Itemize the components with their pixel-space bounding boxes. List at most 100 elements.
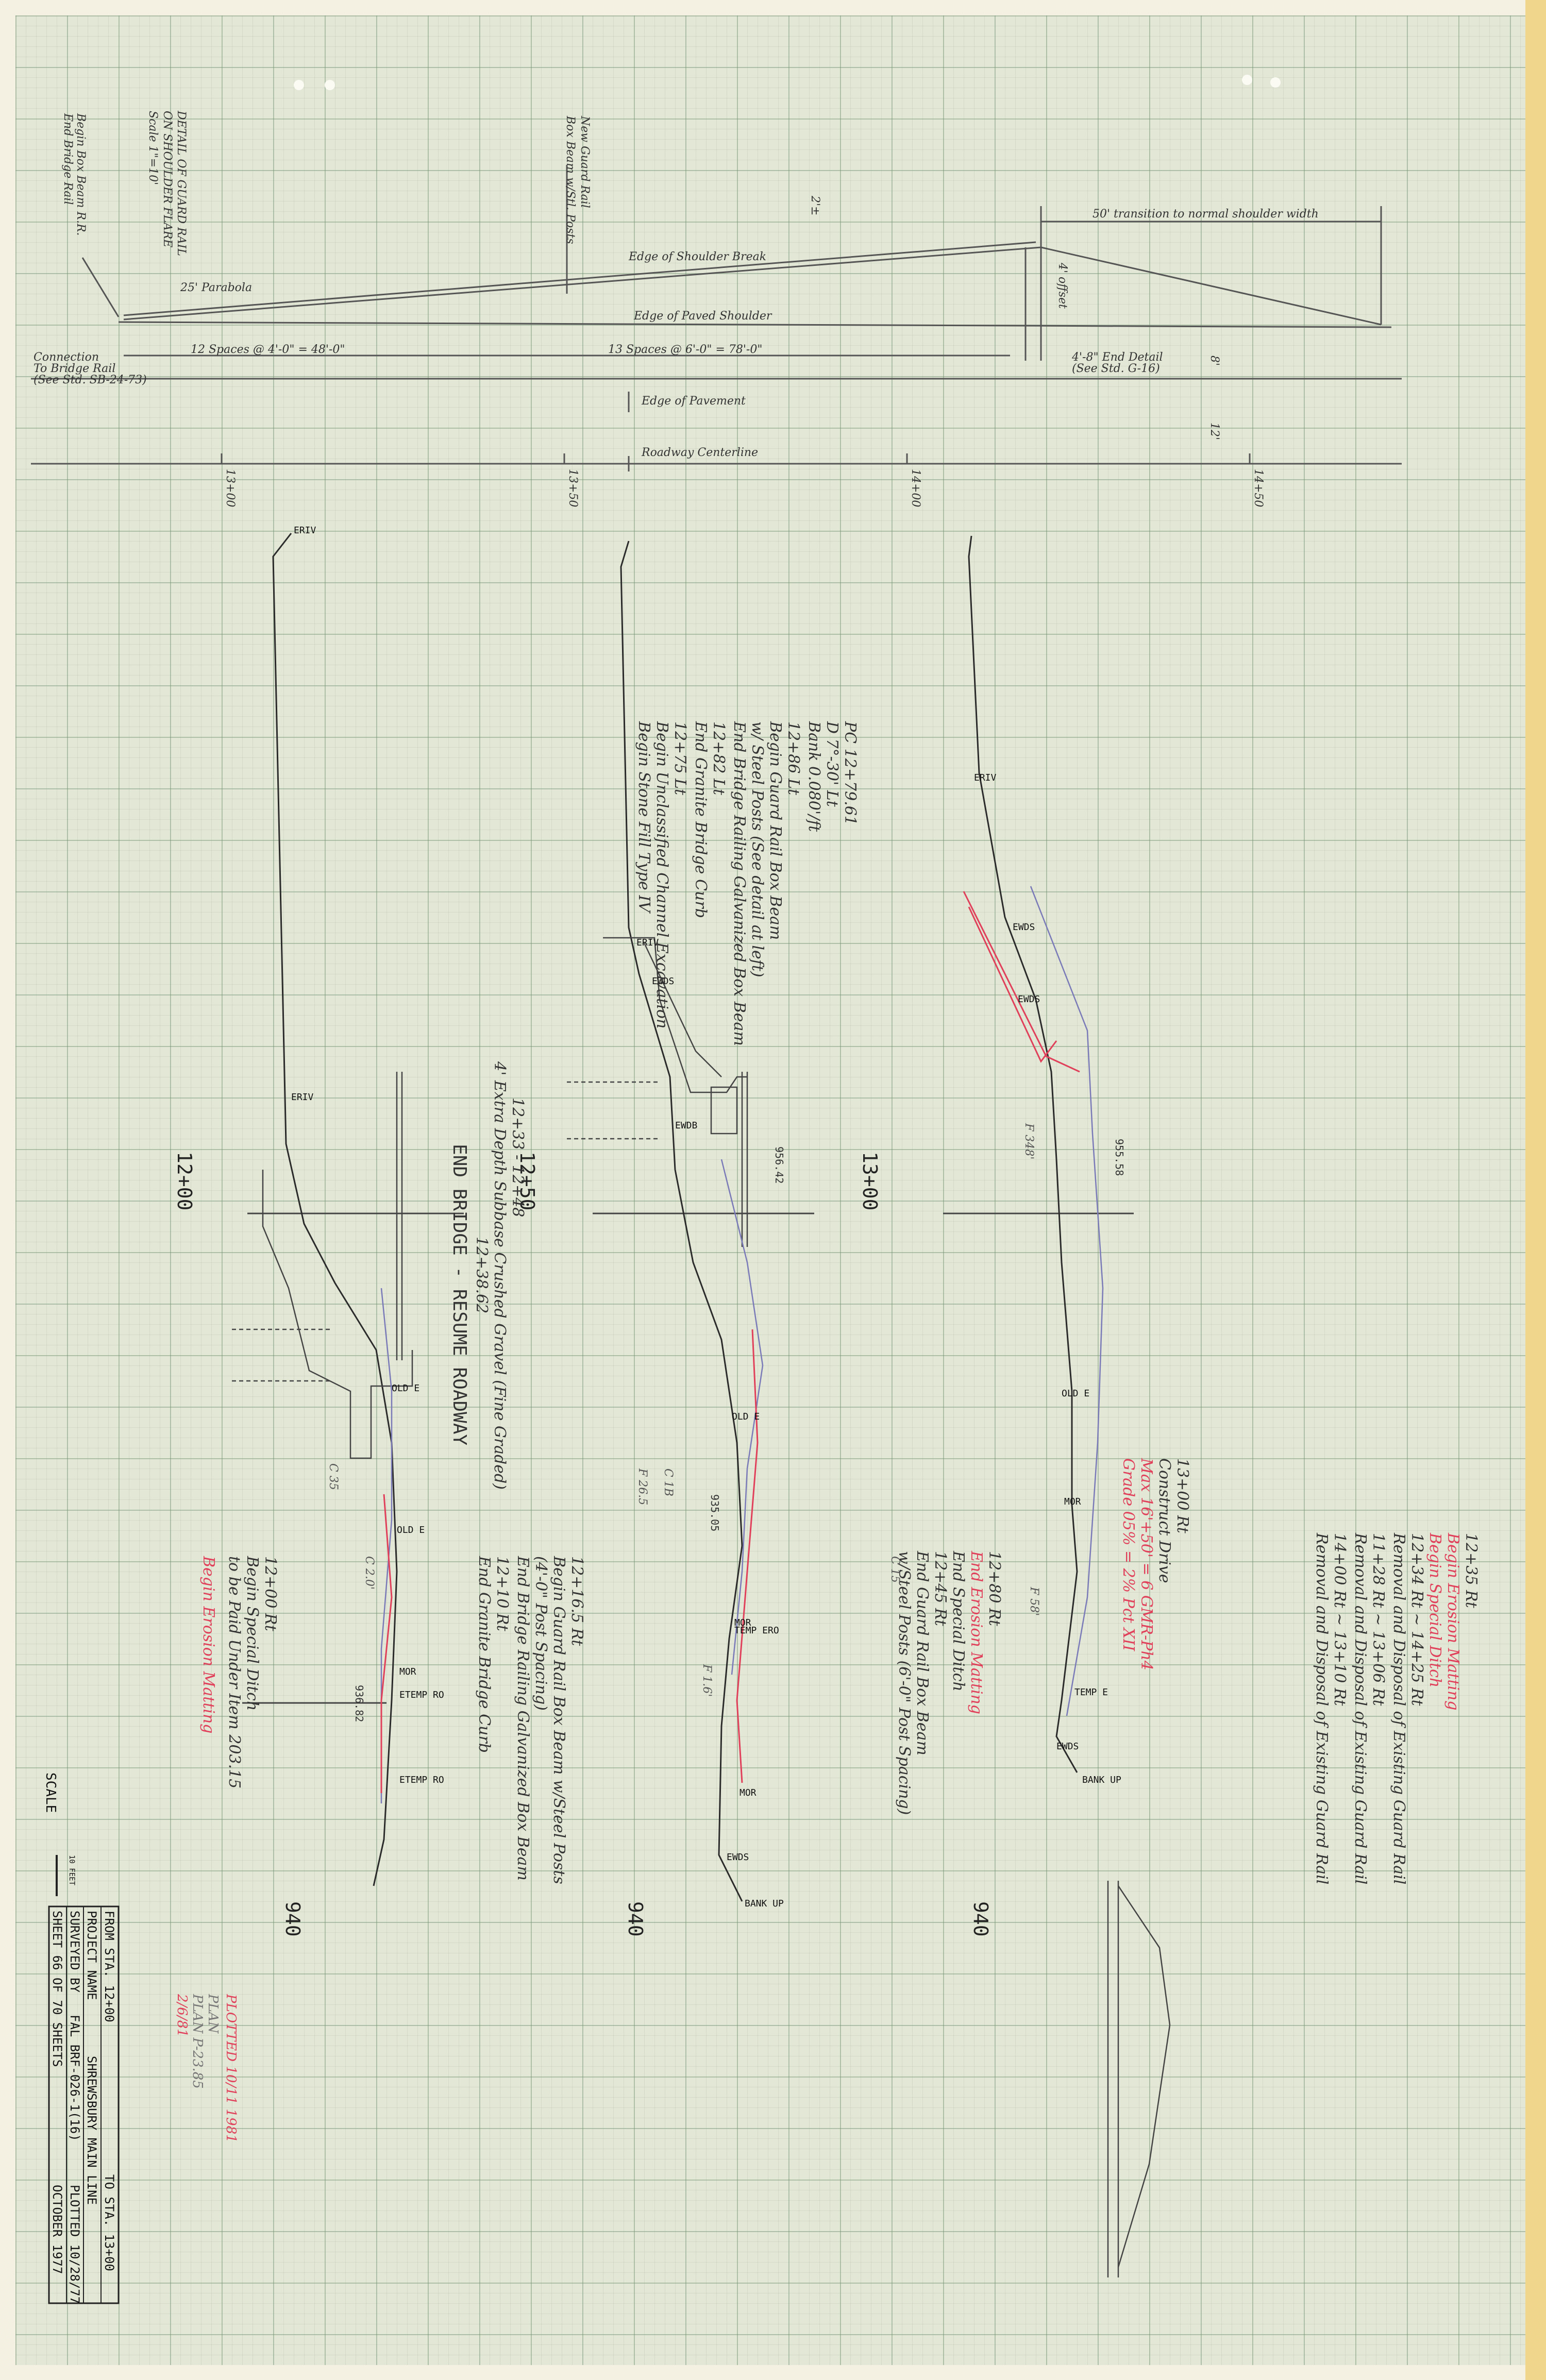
note-col2-4: 12+10 Rt (493, 1556, 511, 1632)
spaces-label-2: 13 Spaces @ 6'-0" = 78'-0" (608, 343, 762, 356)
scale-unit: 10 FEET (68, 1855, 76, 1886)
detail-station-4: 14+50 (1252, 469, 1265, 507)
note-col2-1: Begin Guard Rail Box Beam w/Steel Posts (550, 1556, 568, 1884)
centerline-label: Roadway Centerline (641, 446, 758, 459)
guard-rail-detail (31, 165, 1402, 471)
note-col2-2: (4'-0" Post Spacing) (532, 1556, 550, 1711)
guard-rail-line (123, 246, 1041, 320)
end-bridge-rail-note: End Bridge Rail (61, 113, 74, 205)
title-project-label: PROJECT NAME (85, 1911, 99, 2000)
ground-profiles (272, 533, 1078, 1902)
plotted-stamp-plan: PLAN (205, 1994, 221, 2034)
paved-shoulder-label: Edge of Paved Shoulder (633, 310, 772, 323)
detail-title-3: Scale 1"=10' (146, 111, 159, 185)
mid-note-0: 12+33 - 12+48 (509, 1098, 527, 1217)
feature-label: ERIV (974, 772, 997, 783)
drawing-sheet (15, 15, 1525, 2365)
feature-label: EWDB (675, 1120, 697, 1131)
note-col5-2: Begin Special Ditch (1426, 1532, 1444, 1687)
feature-label: MOR (1064, 1496, 1081, 1507)
end-detail-note-1: 4'-8" End Detail (1071, 351, 1163, 364)
elevation-value: 955.58 (1113, 1139, 1125, 1176)
punch-hole (325, 80, 335, 90)
feature-label: ERIV (291, 1092, 314, 1103)
feature-label: ERIV (636, 937, 659, 948)
punch-hole (1270, 77, 1281, 88)
edge-of-paved-shoulder-line (118, 321, 1392, 328)
curve-note-5: w/ Steel Posts (See detail at left) (748, 721, 766, 977)
note-12-00-ditch: Begin Special Ditch (243, 1556, 261, 1711)
mid-note-1: 4' Extra Depth Subbase Crushed Gravel (F… (491, 1061, 509, 1490)
profile-12-50 (620, 541, 743, 1902)
note-col3-4: End Guard Rail Box Beam (913, 1550, 931, 1756)
note-col3-0: 12+80 Rt (985, 1551, 1003, 1627)
note-col3-1: End Erosion Matting (967, 1550, 985, 1714)
plotted-stamp-date: 2/6/81 (174, 1994, 190, 2037)
parabola-label: 25' Parabola (180, 281, 252, 294)
dim-12ft: 12' (1208, 423, 1221, 440)
feature-label: ETEMP RO (399, 1775, 444, 1785)
profile-13-00 (968, 535, 1078, 1773)
detail-station-1: 13+00 (224, 469, 237, 507)
profile-12-00 (272, 533, 398, 1886)
elevation-label: 940 (624, 1901, 647, 1937)
feature-label: TEMP ERO (734, 1625, 779, 1636)
title-surveyed-label: SURVEYED BY (68, 1911, 82, 1993)
note-col3-2: End Special Ditch (949, 1550, 967, 1692)
small-note: F 58' (1028, 1586, 1040, 1616)
title-project: SHREWSBURY MAIN LINE (85, 2056, 99, 2205)
note-col5-7: 14+00 Rt ~ 13+10 Rt (1331, 1533, 1349, 1706)
feature-label: EWDS (1013, 922, 1035, 933)
red-checks (380, 891, 1080, 1793)
curve-note-9: 12+75 Lt (671, 721, 689, 796)
note-col2-0: 12+16.5 Rt (568, 1556, 586, 1646)
curve-note-11: Begin Stone Fill Type IV (635, 721, 653, 914)
new-rail-note-1: New Guard Rail (578, 115, 591, 208)
new-rail-note-2: Box Beam w/Stl. Posts (564, 115, 577, 244)
feature-label: BANK UP (745, 1898, 784, 1909)
feature-label: EWDS (1018, 994, 1040, 1005)
pavement-label: Edge of Pavement (641, 395, 746, 408)
feature-label: OLD E (392, 1383, 419, 1394)
detail-title-1: DETAIL OF GUARD RAIL (175, 110, 188, 256)
title-surveyed: FAL BRF-026-1(16) (68, 2015, 82, 2141)
feature-label: OLD E (397, 1525, 425, 1535)
scale-label: SCALE (43, 1773, 58, 1813)
feature-label: ETEMP RO (399, 1690, 444, 1700)
note-col5-8: Removal and Disposal of Existing Guard R… (1313, 1532, 1331, 1884)
transition-line (1040, 246, 1382, 326)
shoulder-break-label: Edge of Shoulder Break (628, 250, 766, 263)
end-detail-note-2: (See Std. G-16) (1072, 362, 1160, 375)
offset-label: 4' offset (1056, 262, 1069, 309)
elevation-label: 940 (281, 1901, 304, 1937)
note-col4-3: Grade 05% = 2% Pct XII (1119, 1458, 1137, 1651)
punch-hole (1242, 75, 1252, 85)
elevation-label: 940 (969, 1901, 992, 1937)
curve-note-8: End Granite Bridge Curb (692, 721, 710, 918)
connection-note-1: Connection (33, 351, 99, 364)
note-col4-1: Construct Drive (1155, 1458, 1173, 1583)
plotted-stamp-plan-2: PLAN P-23.85 (190, 1994, 205, 2089)
small-note: C 15 (888, 1556, 901, 1583)
detail-station-2: 13+50 (566, 469, 579, 507)
feature-label: OLD E (1062, 1388, 1089, 1399)
title-from: FROM STA. 12+00 (102, 1911, 116, 2022)
note-12-00-matting: Begin Erosion Matting (199, 1556, 217, 1734)
dim-2ft: 2'± (809, 195, 821, 215)
curve-note-7: 12+82 Lt (710, 721, 728, 796)
station-label-12-50: 12+50 (516, 1152, 539, 1210)
note-col5-0: 12+35 Rt (1462, 1533, 1480, 1609)
curve-note-2: Bank 0.080'/ft (805, 721, 823, 832)
dim-8ft: 8' (1208, 356, 1221, 366)
elevation-value: 936.82 (353, 1685, 365, 1722)
station-label-13-00: 13+00 (859, 1152, 881, 1210)
curve-note-1: D 7°-30' Lt (823, 721, 841, 807)
small-note: C 35 (327, 1463, 340, 1490)
station-label-12-00: 12+00 (173, 1152, 196, 1210)
connection-note-3: (See Std. SB-24-73) (33, 374, 147, 386)
title-sheet: SHEET 66 OF 70 SHEETS (50, 1911, 64, 2067)
curve-note-10: Begin Unclassified Channel Excavation (653, 721, 671, 1028)
curve-note-6: End Bridge Railing Galvanized Box Beam (730, 721, 748, 1046)
title-date: OCTOBER 1977 (50, 2185, 64, 2274)
spaces-label-1: 12 Spaces @ 4'-0" = 48'-0" (191, 343, 345, 356)
